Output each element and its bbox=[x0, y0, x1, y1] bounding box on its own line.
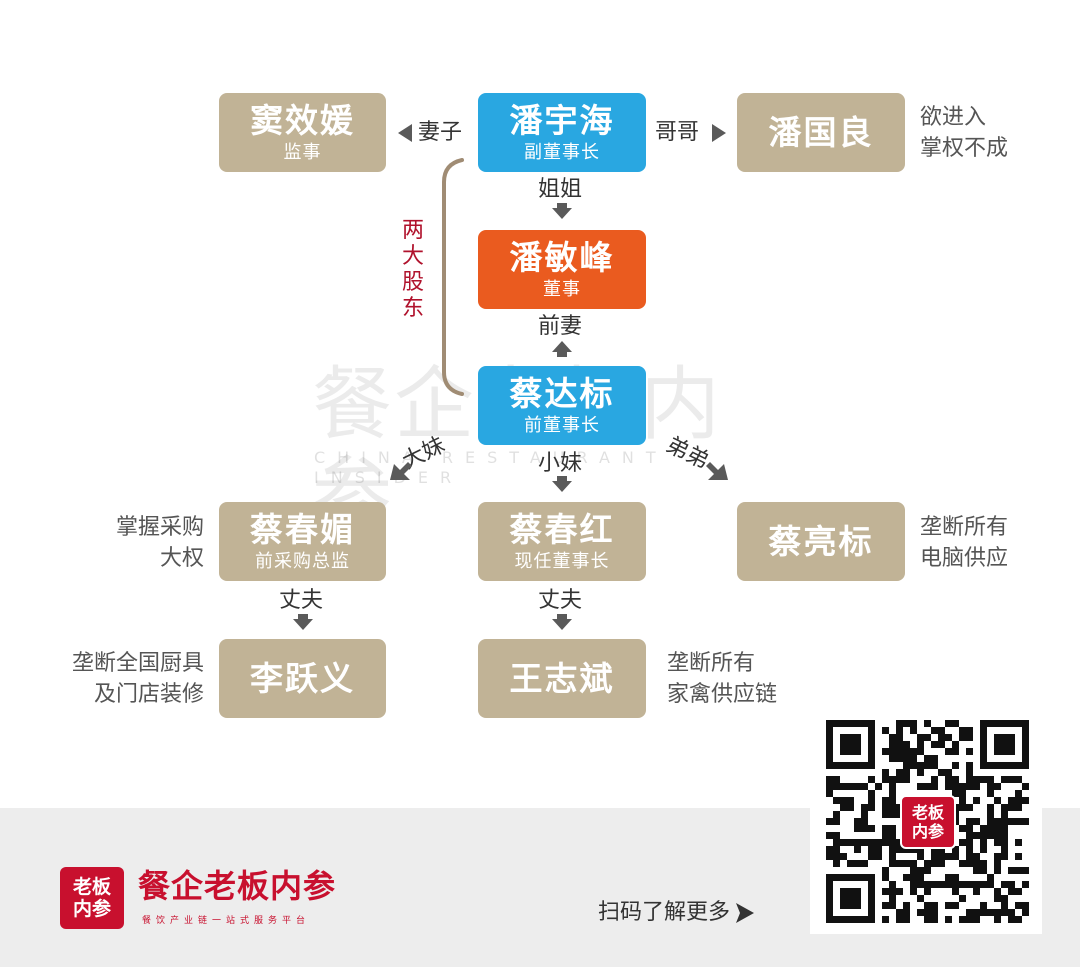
arrow-left-icon bbox=[398, 124, 412, 142]
person-pan-yuhai: 潘宇海 副董事长 bbox=[478, 93, 646, 172]
arrow-down-icon bbox=[552, 614, 572, 630]
person-role: 副董事长 bbox=[524, 141, 600, 163]
person-name: 蔡春媚 bbox=[250, 509, 355, 549]
brand-tagline: 餐饮产业链一站式服务平台 bbox=[142, 916, 311, 926]
relation-youngest-sister-label: 小妹 bbox=[538, 451, 583, 476]
person-name: 王志斌 bbox=[509, 658, 615, 698]
person-pan-guoliang: 潘国良 bbox=[737, 93, 905, 172]
person-cai-chunhong: 蔡春红 现任董事长 bbox=[478, 502, 646, 581]
note-cai-liangbiao: 垄断所有 电脑供应 bbox=[920, 515, 1009, 571]
shareholders-label: 两 大 股 东 bbox=[401, 218, 424, 321]
relation-husband-label: 丈夫 bbox=[279, 588, 324, 613]
person-dou-xiaoyun: 窦效媛 监事 bbox=[219, 93, 386, 172]
scan-prompt: 扫码了解更多 bbox=[598, 898, 755, 928]
scan-text: 扫码了解更多 bbox=[598, 900, 731, 925]
qr-brand-logo-icon: 老板 内参 bbox=[900, 795, 956, 849]
person-role: 董事 bbox=[543, 278, 581, 300]
relation-elder-sister-label: 姐姐 bbox=[538, 177, 583, 202]
person-role: 前董事长 bbox=[524, 414, 600, 436]
person-wang-zhibin: 王志斌 bbox=[478, 639, 646, 718]
person-li-yueyi: 李跃义 bbox=[219, 639, 386, 718]
person-name: 潘国良 bbox=[768, 112, 874, 152]
relation-elder-brother-label: 哥哥 bbox=[655, 120, 700, 145]
relation-ex-wife-label: 前妻 bbox=[538, 314, 583, 339]
arrow-right-icon bbox=[712, 124, 726, 142]
arrow-down-left-icon bbox=[390, 462, 412, 480]
arrow-down-icon bbox=[552, 476, 572, 492]
brand-logo-icon: 老板 内参 bbox=[60, 867, 124, 929]
person-role: 监事 bbox=[283, 141, 322, 163]
note-wang-zhibin: 垄断所有 家禽供应链 bbox=[667, 651, 778, 707]
person-name: 蔡达标 bbox=[509, 373, 615, 413]
person-name: 窦效媛 bbox=[250, 100, 355, 140]
note-li-yueyi: 垄断全国厨具 及门店装修 bbox=[71, 651, 204, 707]
person-name: 李跃义 bbox=[250, 658, 355, 698]
shareholder-bracket bbox=[442, 158, 464, 396]
person-pan-minfeng: 潘敏峰 董事 bbox=[478, 230, 646, 309]
person-name: 潘宇海 bbox=[509, 100, 615, 140]
note-cai-chunmei: 掌握采购 大权 bbox=[115, 515, 204, 571]
person-role: 前采购总监 bbox=[255, 550, 350, 572]
arrow-right-icon bbox=[736, 903, 755, 923]
person-cai-dabiao: 蔡达标 前董事长 bbox=[478, 366, 646, 445]
arrow-up-icon bbox=[552, 341, 572, 357]
arrow-down-icon bbox=[552, 203, 572, 219]
relation-husband-label: 丈夫 bbox=[538, 588, 583, 613]
note-pan-guoliang: 欲进入 掌权不成 bbox=[920, 105, 1009, 161]
arrow-down-icon bbox=[293, 614, 313, 630]
person-cai-liangbiao: 蔡亮标 bbox=[737, 502, 905, 581]
brand-name: 餐企老板内参 bbox=[138, 867, 337, 905]
arrow-down-right-icon bbox=[706, 462, 728, 480]
person-role: 现任董事长 bbox=[514, 550, 610, 572]
qr-code-icon bbox=[826, 720, 1029, 923]
person-name: 潘敏峰 bbox=[509, 237, 615, 277]
person-name: 蔡亮标 bbox=[768, 521, 874, 561]
person-name: 蔡春红 bbox=[509, 509, 615, 549]
person-cai-chunmei: 蔡春媚 前采购总监 bbox=[219, 502, 386, 581]
relation-wife-label: 妻子 bbox=[418, 120, 463, 145]
